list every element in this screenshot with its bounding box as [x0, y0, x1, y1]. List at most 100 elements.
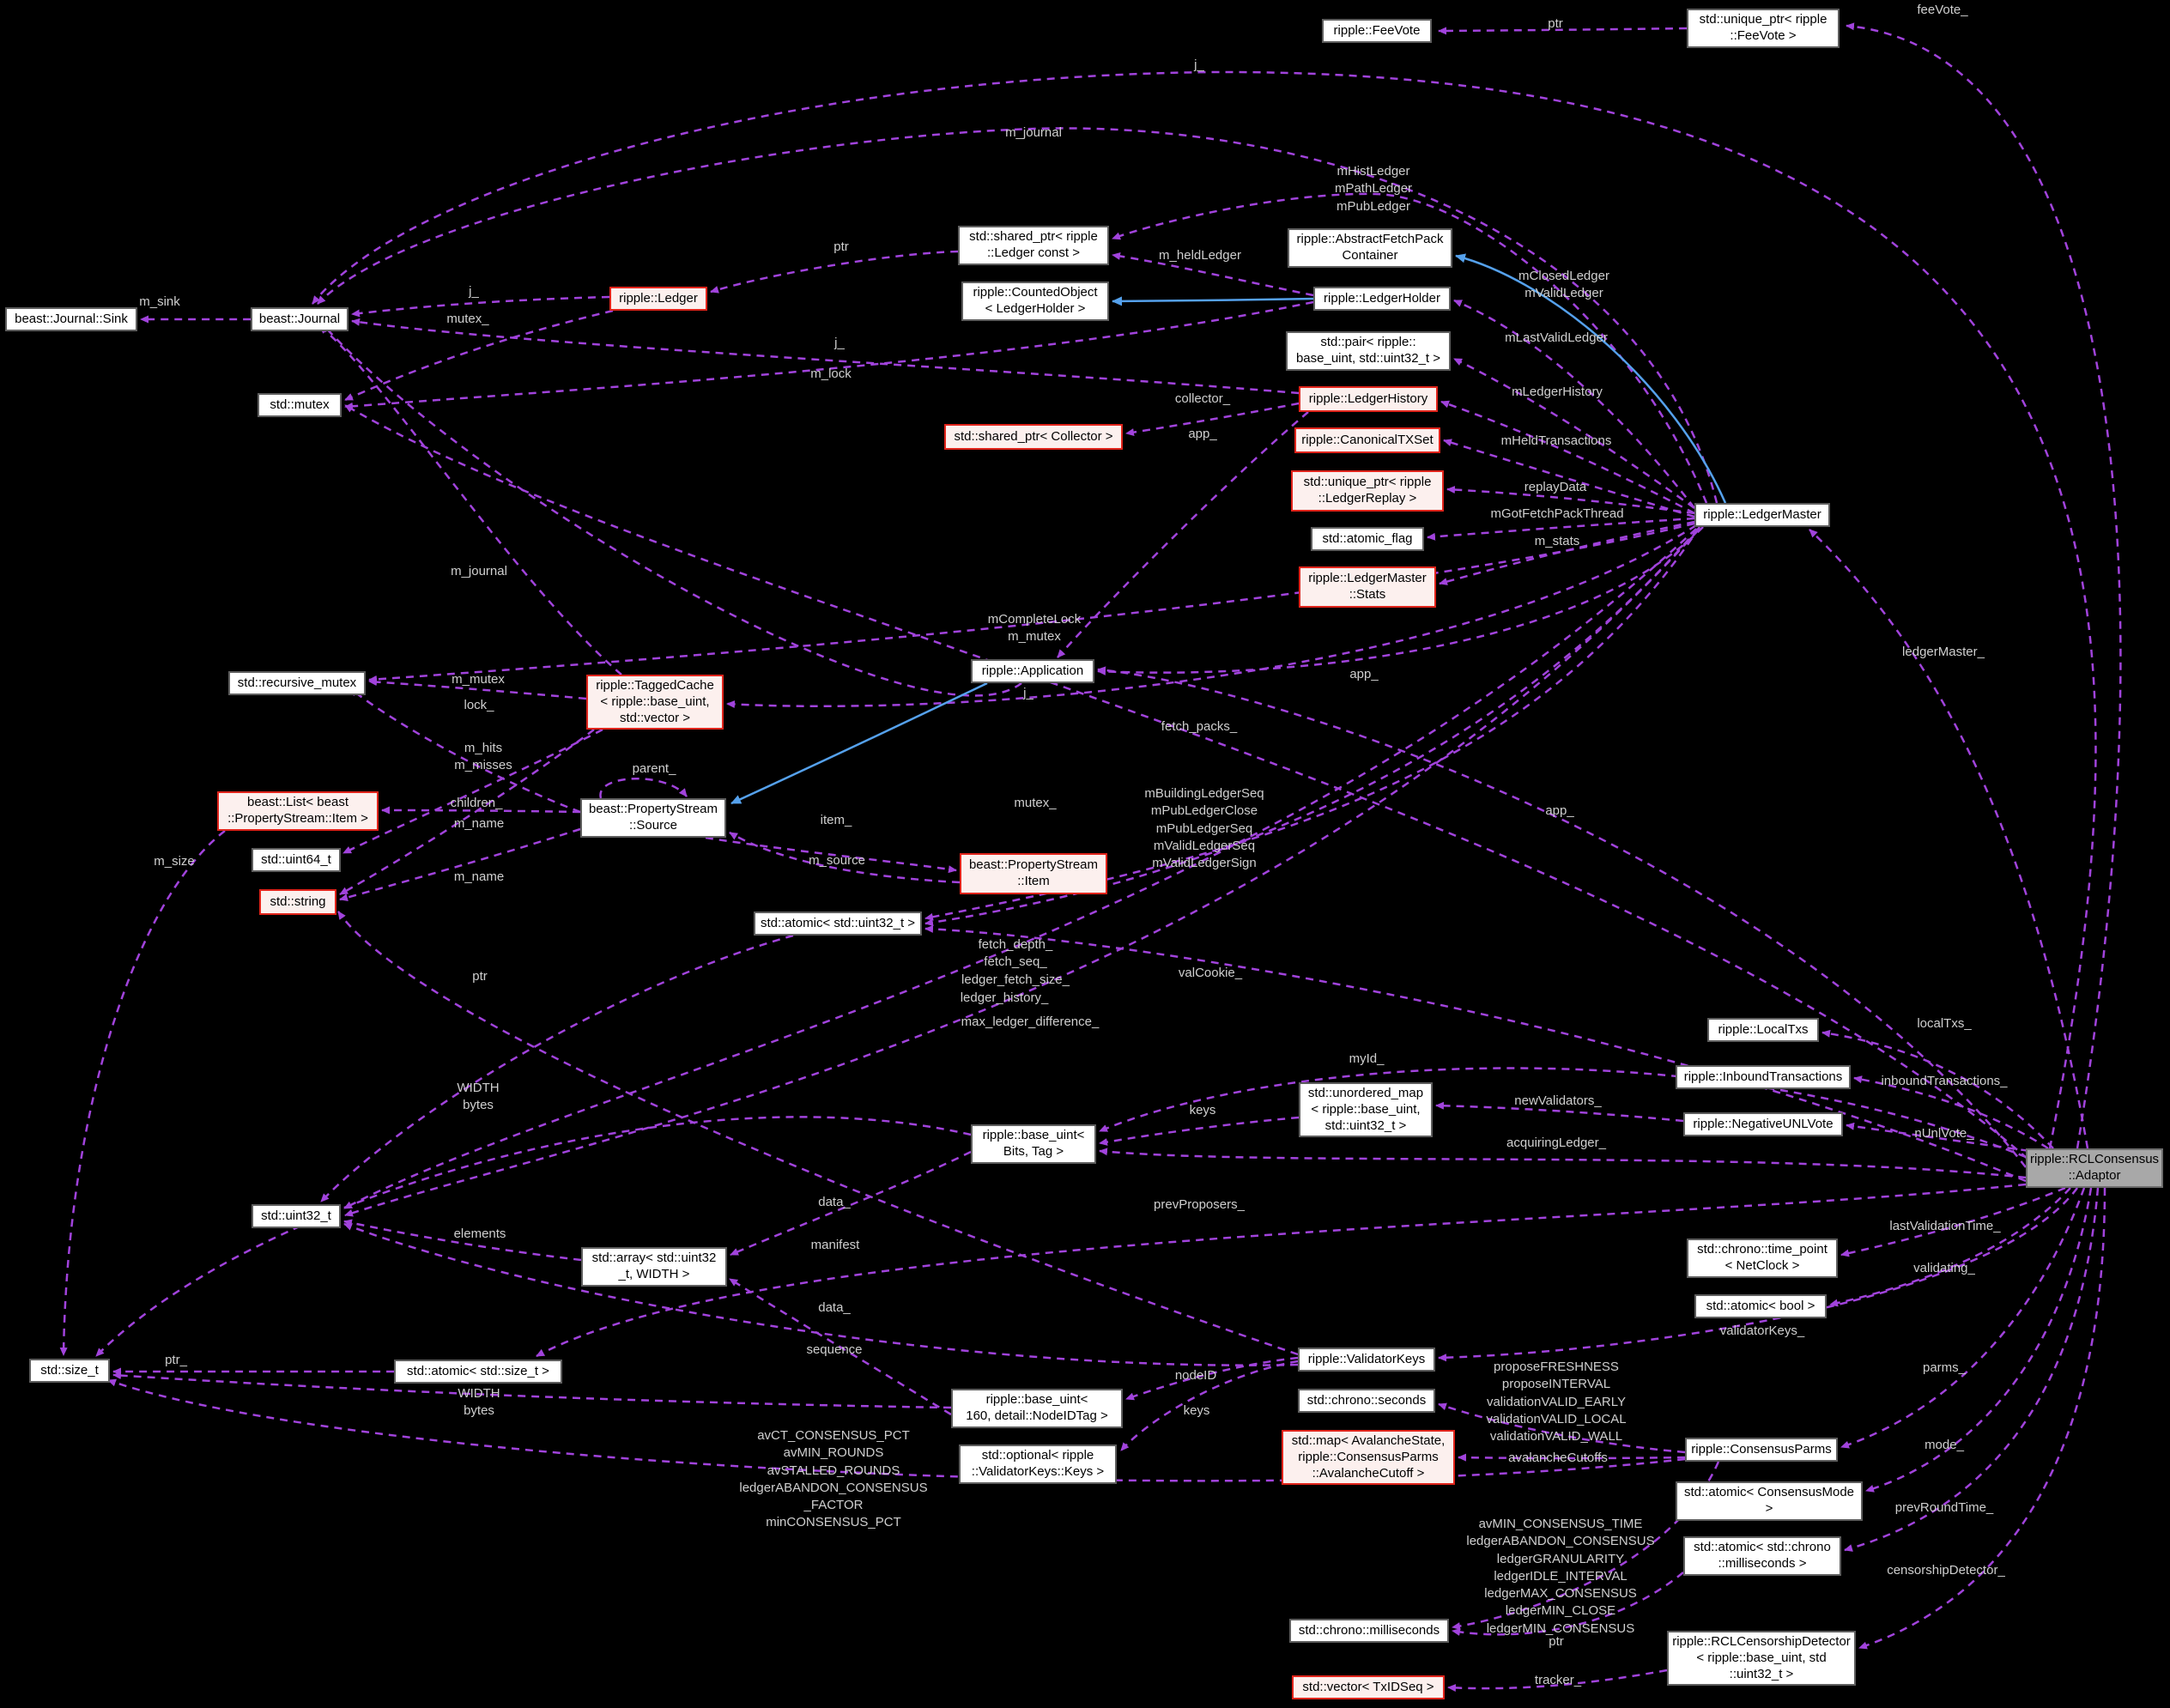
class-node-string[interactable]: std::string: [259, 889, 336, 915]
member-edge: [710, 250, 959, 294]
class-node-adaptor[interactable]: ripple::RCLConsensus ::Adaptor: [2026, 1148, 2163, 1188]
class-node-uint64[interactable]: std::uint64_t: [252, 848, 341, 872]
member-edge: [1125, 1356, 1299, 1401]
class-node-application[interactable]: ripple::Application: [971, 659, 1094, 683]
class-node-sink[interactable]: beast::Journal::Sink: [5, 307, 137, 331]
class-node-label: ripple::CanonicalTXSet: [1301, 432, 1434, 447]
class-node-holder[interactable]: ripple::LedgerHolder: [1313, 287, 1451, 311]
class-node-list[interactable]: beast::List< beast ::PropertyStream::Ite…: [217, 791, 379, 831]
class-node-source[interactable]: beast::PropertyStream ::Source: [580, 798, 726, 838]
class-node-upreplay[interactable]: std::unique_ptr< ripple ::LedgerReplay >: [1291, 470, 1444, 512]
member-edge: [344, 403, 2028, 1160]
member-edge: [1112, 251, 1314, 297]
class-node-localtxs[interactable]: ripple::LocalTxs: [1707, 1018, 1819, 1042]
class-node-upfeevote[interactable]: std::unique_ptr< ripple ::FeeVote >: [1687, 9, 1840, 48]
class-node-label: std::unique_ptr< ripple ::FeeVote >: [1699, 12, 1828, 43]
class-node-sizet[interactable]: std::size_t: [29, 1359, 110, 1383]
class-node-amode[interactable]: std::atomic< ConsensusMode >: [1676, 1481, 1863, 1521]
class-node-abstract[interactable]: ripple::AbstractFetchPack Container: [1288, 228, 1452, 268]
class-node-spcoll[interactable]: std::shared_ptr< Collector >: [944, 424, 1123, 450]
class-node-uint32[interactable]: std::uint32_t: [252, 1204, 341, 1228]
edge-label: prevRoundTime_: [1894, 1500, 1994, 1515]
class-node-optkeys[interactable]: std::optional< ripple ::ValidatorKeys::K…: [959, 1445, 1117, 1484]
class-node-vectxid[interactable]: std::vector< TxIDSeq >: [1292, 1675, 1445, 1699]
class-node-pair[interactable]: std::pair< ripple:: base_uint, std::uint…: [1286, 331, 1451, 371]
class-node-censor[interactable]: ripple::RCLCensorshipDetector < ripple::…: [1667, 1631, 1856, 1687]
edge-label: m_stats: [1534, 534, 1580, 548]
class-node-mutexbox[interactable]: std::mutex: [258, 393, 342, 417]
edge-label: ledger_history_: [960, 990, 1049, 1005]
edge-label: mutex_: [446, 312, 489, 326]
class-node-ledger[interactable]: ripple::Ledger: [609, 287, 707, 311]
class-node-vkeys[interactable]: ripple::ValidatorKeys: [1298, 1348, 1435, 1372]
class-node-label: ripple::CountedObject < LedgerHolder >: [973, 285, 1098, 316]
class-node-atomic32[interactable]: std::atomic< std::uint32_t >: [754, 912, 922, 936]
edge-label: j_: [834, 336, 845, 350]
edge-label: keys: [1183, 1403, 1210, 1418]
class-node-label: std::mutex: [270, 397, 330, 412]
class-node-millis[interactable]: std::chrono::milliseconds: [1289, 1619, 1449, 1643]
edge-label: m_lock: [810, 366, 852, 381]
class-node-negunl[interactable]: ripple::NegativeUNLVote: [1683, 1112, 1843, 1136]
edge-label: manifest: [810, 1238, 860, 1252]
class-node-recmutex[interactable]: std::recursive_mutex: [228, 671, 366, 695]
edge-label: avCT_CONSENSUS_PCT avMIN_ROUNDS avSTALLE…: [739, 1428, 928, 1530]
class-node-avmap[interactable]: std::map< AvalancheState, ripple::Consen…: [1282, 1430, 1455, 1486]
edge-label: m_name: [453, 869, 505, 884]
class-node-baseuint[interactable]: ripple::base_uint< Bits, Tag >: [971, 1124, 1096, 1164]
class-node-inbound[interactable]: ripple::InboundTransactions: [1676, 1065, 1851, 1089]
class-node-ledgermaster[interactable]: ripple::LedgerMaster: [1694, 503, 1830, 527]
edge-label: mCompleteLock m_mutex: [987, 612, 1082, 645]
class-node-counted[interactable]: ripple::CountedObject < LedgerHolder >: [961, 282, 1109, 321]
edge-label: mGotFetchPackThread: [1490, 506, 1624, 521]
member-edge: [336, 911, 1299, 1356]
class-node-aflag[interactable]: std::atomic_flag: [1311, 527, 1424, 551]
class-node-feevote[interactable]: ripple::FeeVote: [1322, 19, 1432, 43]
class-node-ledhist[interactable]: ripple::LedgerHistory: [1299, 386, 1438, 412]
class-node-label: std::string: [270, 893, 326, 909]
member-edge: [1446, 486, 1695, 515]
class-node-amillis[interactable]: std::atomic< std::chrono ::milliseconds …: [1683, 1536, 1841, 1576]
class-node-canonical[interactable]: ripple::CanonicalTXSet: [1294, 427, 1440, 453]
class-node-label: ripple::Ledger: [619, 290, 698, 306]
member-edge: [1438, 1402, 1686, 1454]
member-edge: [1453, 299, 1695, 509]
class-node-sp_ledger[interactable]: std::shared_ptr< ripple ::Ledger const >: [958, 226, 1109, 265]
edge-label: m_sink: [139, 294, 180, 309]
member-edge: [1120, 1360, 1299, 1451]
edge-label: ptr: [1549, 1634, 1564, 1649]
class-node-taggedcache[interactable]: ripple::TaggedCache < ripple::base_uint,…: [586, 675, 724, 730]
class-node-label: beast::PropertyStream ::Item: [968, 857, 1099, 888]
class-node-label: ripple::LocalTxs: [1718, 1021, 1809, 1037]
member-edge: [536, 1183, 2027, 1358]
class-node-umap[interactable]: std::unordered_map < ripple::base_uint, …: [1299, 1082, 1433, 1138]
class-node-label: std::unordered_map < ripple::base_uint, …: [1307, 1086, 1424, 1133]
class-node-label: std::atomic< std::chrono ::milliseconds …: [1694, 1540, 1831, 1571]
edge-label: elements: [453, 1226, 506, 1241]
member-edge: [1438, 27, 1688, 35]
class-node-array[interactable]: std::array< std::uint32 _t, WIDTH >: [581, 1247, 727, 1287]
edge-label: fetch_packs_: [1161, 719, 1238, 734]
class-node-journal[interactable]: beast::Journal: [251, 307, 349, 331]
class-node-seconds[interactable]: std::chrono::seconds: [1298, 1389, 1435, 1413]
class-node-label: ripple::AbstractFetchPack Container: [1296, 232, 1444, 263]
inheritance-edge: [730, 681, 988, 805]
member-edge: [344, 530, 1699, 1217]
class-node-label: ripple::InboundTransactions: [1683, 1069, 1843, 1084]
class-node-timepoint[interactable]: std::chrono::time_point < NetClock >: [1687, 1239, 1838, 1278]
edge-label: feeVote_: [1917, 3, 1968, 17]
class-node-psitem[interactable]: beast::PropertyStream ::Item: [960, 853, 1107, 894]
class-node-lmstats[interactable]: ripple::LedgerMaster ::Stats: [1299, 566, 1436, 608]
class-node-label: ripple::ConsensusParms: [1691, 1441, 1832, 1457]
member-edge: [343, 1219, 582, 1262]
class-node-atomicsize[interactable]: std::atomic< std::size_t >: [394, 1360, 562, 1384]
member-edge: [1099, 1116, 1300, 1146]
class-node-label: ripple::ValidatorKeys: [1307, 1351, 1426, 1366]
class-node-buint160[interactable]: ripple::base_uint< 160, detail::NodeIDTa…: [951, 1389, 1123, 1428]
class-node-abool[interactable]: std::atomic< bool >: [1694, 1294, 1827, 1318]
class-node-parms[interactable]: ripple::ConsensusParms: [1685, 1438, 1838, 1462]
member-edge: [344, 300, 1314, 410]
edge-label: m_mutex: [452, 672, 505, 687]
member-edge: [1097, 526, 1704, 675]
